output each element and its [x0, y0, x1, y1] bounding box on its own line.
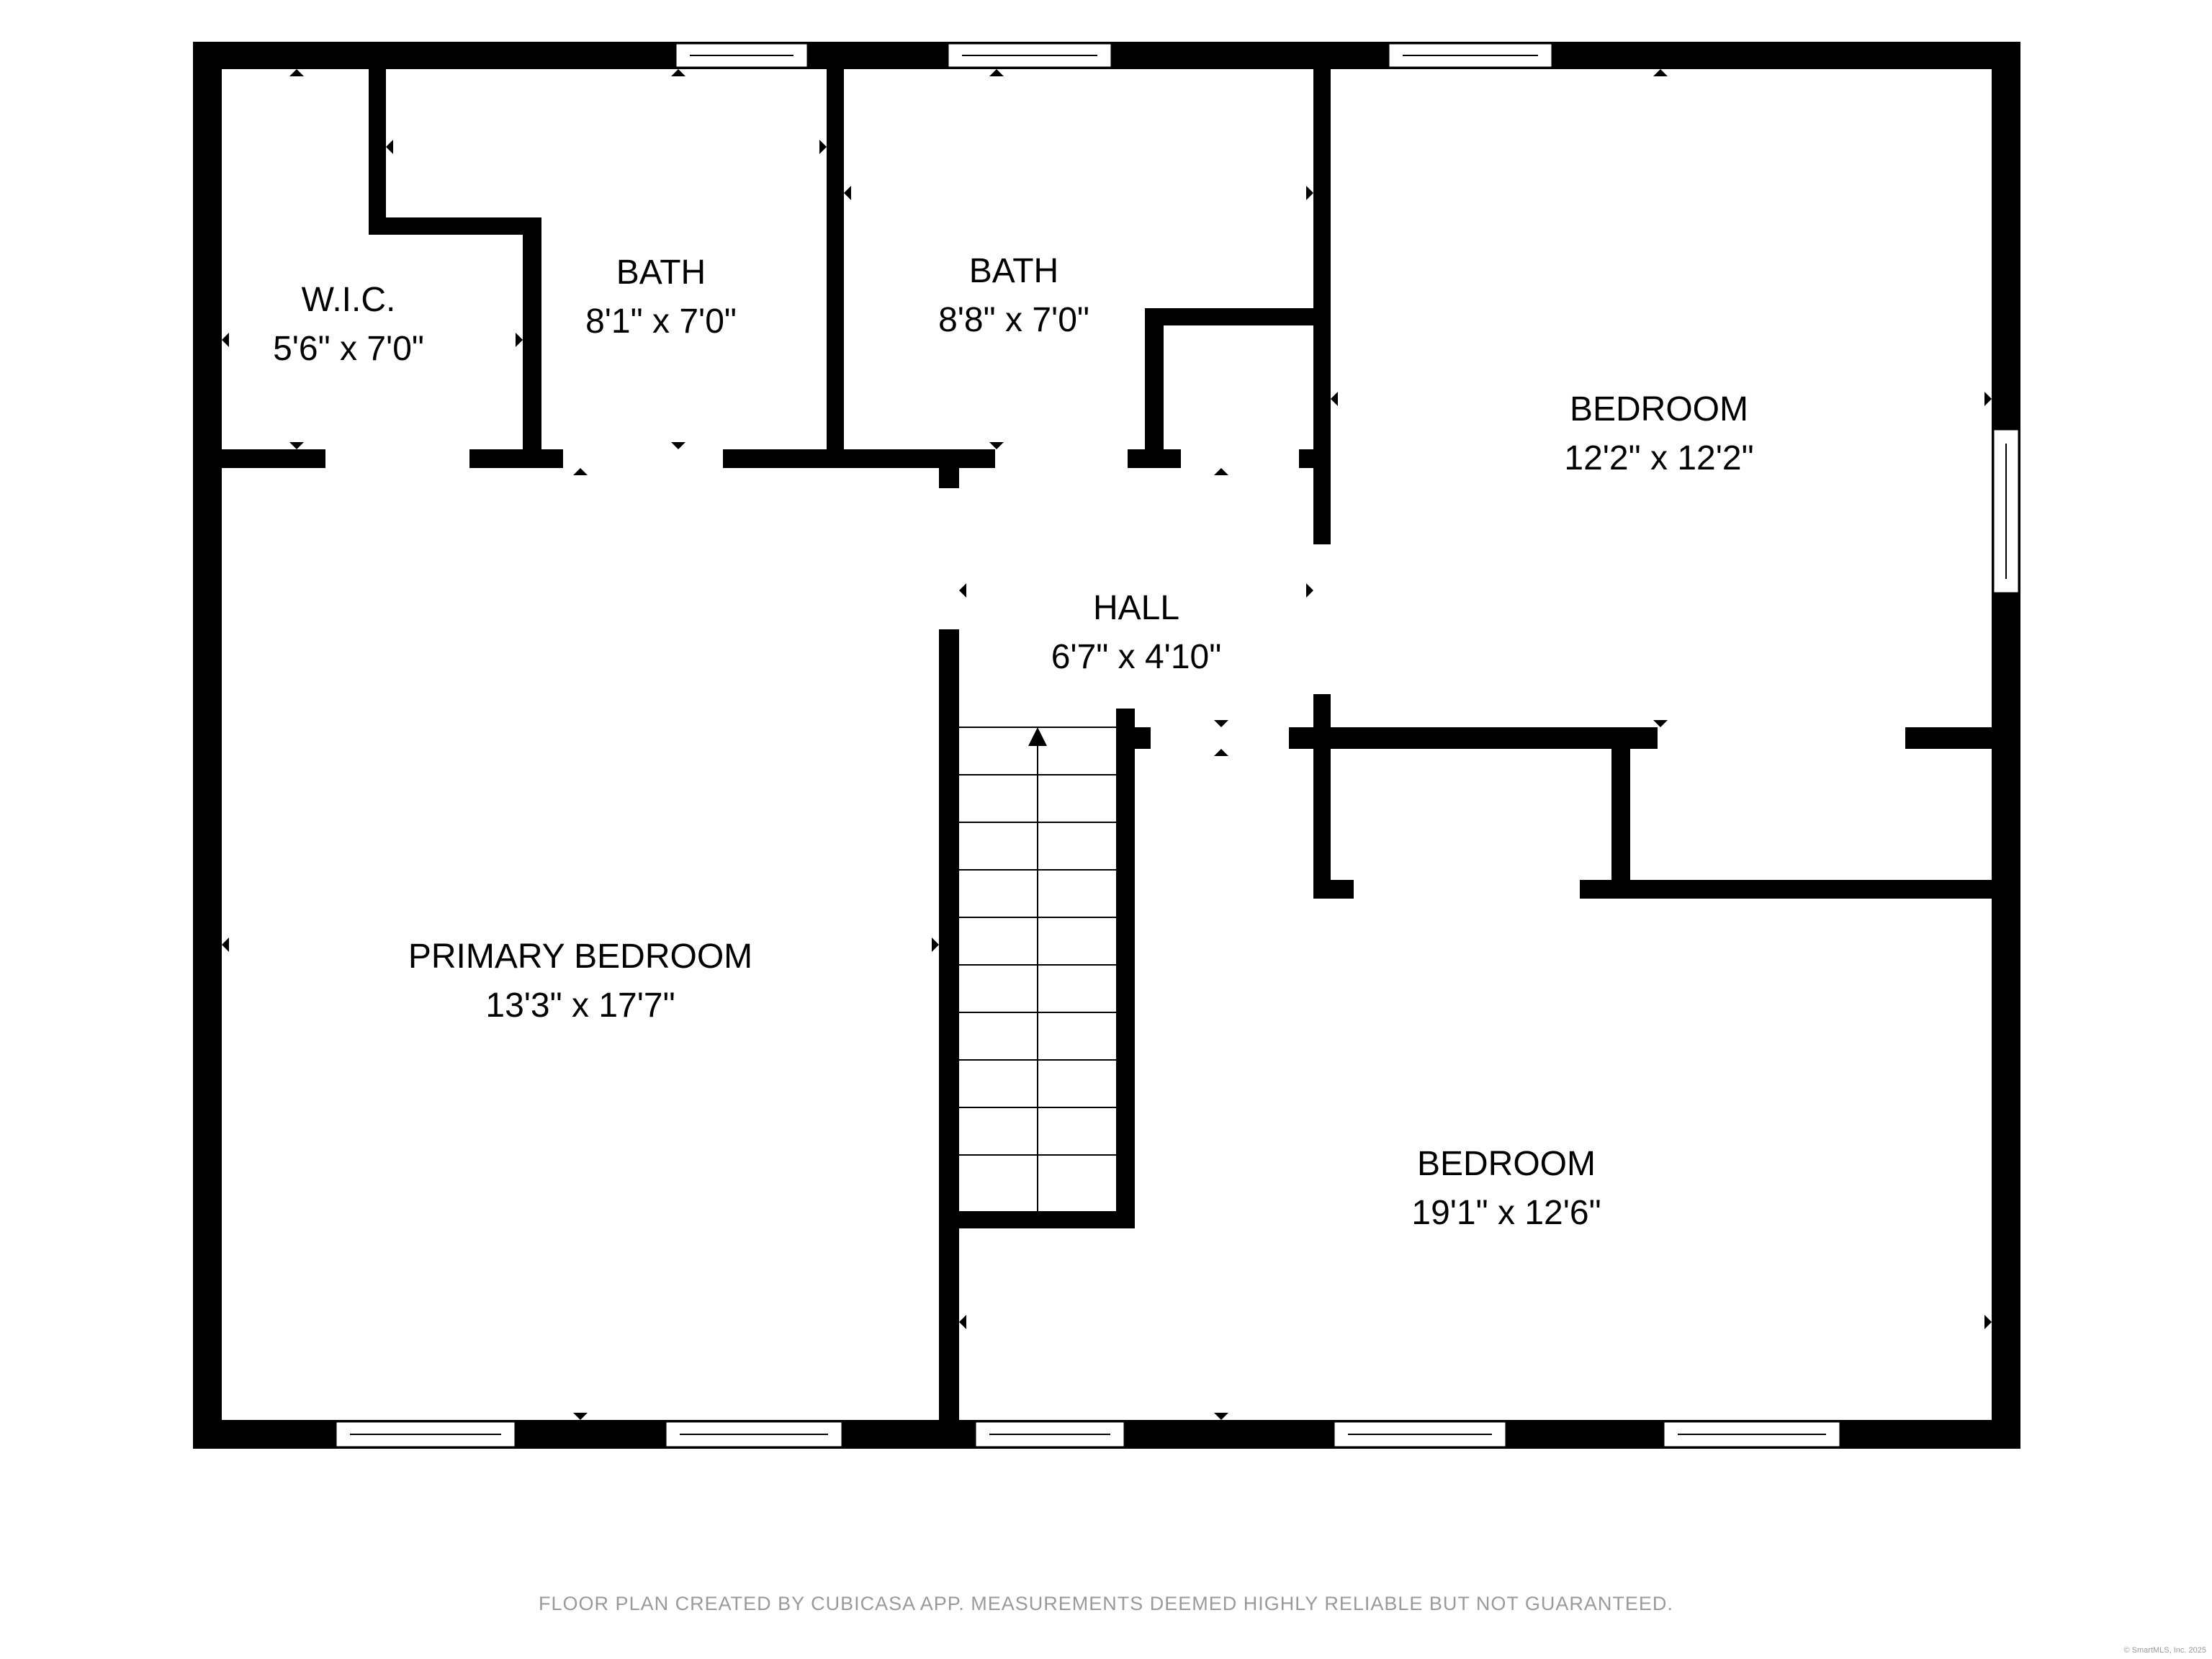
doorway-bath-left [563, 449, 723, 468]
dimension-ticks [222, 69, 1992, 1420]
room-size-primary-bedroom: 13'3" x 17'7" [485, 986, 675, 1025]
openings [325, 449, 1905, 899]
tick-icon [289, 69, 304, 76]
tick-icon [516, 333, 523, 347]
tick-icon [1214, 749, 1228, 756]
tick-icon [819, 140, 827, 154]
copyright-text: © SmartMLS, Inc. 2025 [2123, 1646, 2207, 1655]
wall-closet-divider [1611, 749, 1630, 897]
room-name-bath-right: BATH [969, 252, 1058, 290]
tick-icon [959, 583, 966, 598]
tick-icon [1984, 1315, 1992, 1329]
tick-icon [573, 468, 588, 475]
tick-icon [1653, 720, 1668, 727]
wall-ne-bottom-right [1905, 727, 2020, 749]
wall-wic-upper [369, 69, 386, 222]
tick-icon [932, 938, 939, 952]
tick-icon [1214, 720, 1228, 727]
doorway-hall-se [1151, 727, 1289, 749]
wall-hall-bottom-a [1135, 727, 1151, 749]
tick-icon [671, 442, 685, 449]
tick-icon [989, 69, 1004, 76]
room-size-wic: 5'6" x 7'0" [273, 330, 424, 368]
room-size-hall: 6'7" x 4'10" [1051, 638, 1222, 676]
wall-closet-bottom-b [1580, 880, 2020, 899]
room-name-hall: HALL [1093, 589, 1179, 627]
tick-icon [289, 442, 304, 449]
tick-icon [1306, 583, 1313, 598]
wall-stair-bottom [939, 1211, 1135, 1228]
room-name-primary-bedroom: PRIMARY BEDROOM [408, 938, 752, 976]
tick-icon [573, 1413, 588, 1420]
wall-closet-bottom-a [1313, 880, 1354, 899]
room-size-bath-right: 8'8" x 7'0" [938, 301, 1089, 339]
doorway-wic [325, 449, 469, 468]
tick-icon [671, 69, 685, 76]
disclaimer-note: FLOOR PLAN CREATED BY CUBICASA APP. MEAS… [539, 1593, 1673, 1614]
doorway-closet-a [1354, 880, 1580, 899]
wall-closet-left [1145, 308, 1164, 468]
tick-icon [1306, 186, 1313, 200]
room-size-bedroom-se: 19'1" x 12'6" [1411, 1194, 1601, 1232]
tick-icon [989, 442, 1004, 449]
doorway-bath-right [995, 449, 1128, 468]
wall-bath-hall [1313, 69, 1331, 547]
tick-icon [1984, 392, 1992, 406]
wall-bath-divider [827, 69, 844, 468]
wall-hall-right-low [1313, 694, 1331, 897]
room-labels: W.I.C. 5'6" x 7'0" BATH 8'1" x 7'0" BATH… [273, 252, 1754, 1232]
room-size-bedroom-ne: 12'2" x 12'2" [1564, 439, 1753, 477]
tick-icon [959, 1315, 966, 1329]
room-name-bedroom-se: BEDROOM [1417, 1145, 1596, 1183]
wall-wic-step [369, 217, 541, 235]
tick-icon [1331, 392, 1338, 406]
tick-icon [386, 140, 393, 154]
doorway-closet [1181, 449, 1299, 468]
window-mullions [350, 55, 2007, 1435]
stair-direction-arrow-icon [1028, 727, 1047, 746]
doorway-primary [939, 488, 959, 629]
room-name-bedroom-ne: BEDROOM [1570, 390, 1748, 428]
wall-primary-hall [939, 468, 959, 1449]
tick-icon [222, 938, 229, 952]
wall-hall-bottom-b [1289, 727, 1658, 749]
outer-wall-left [193, 42, 222, 1449]
tick-icon [1653, 69, 1668, 76]
room-name-wic: W.I.C. [302, 281, 396, 319]
doorway-hall-ne [1313, 544, 1331, 694]
tick-icon [1214, 468, 1228, 475]
room-name-bath-left: BATH [616, 253, 706, 292]
room-size-bath-left: 8'1" x 7'0" [585, 302, 737, 341]
wall-stair-right [1116, 709, 1135, 1228]
wall-closet-top [1145, 308, 1313, 325]
tick-icon [1214, 1413, 1228, 1420]
doorway-ne-closet [1658, 727, 1905, 749]
tick-icon [844, 186, 851, 200]
staircase [959, 727, 1116, 1211]
tick-icon [222, 333, 229, 347]
wall-wic-lower [523, 217, 541, 468]
